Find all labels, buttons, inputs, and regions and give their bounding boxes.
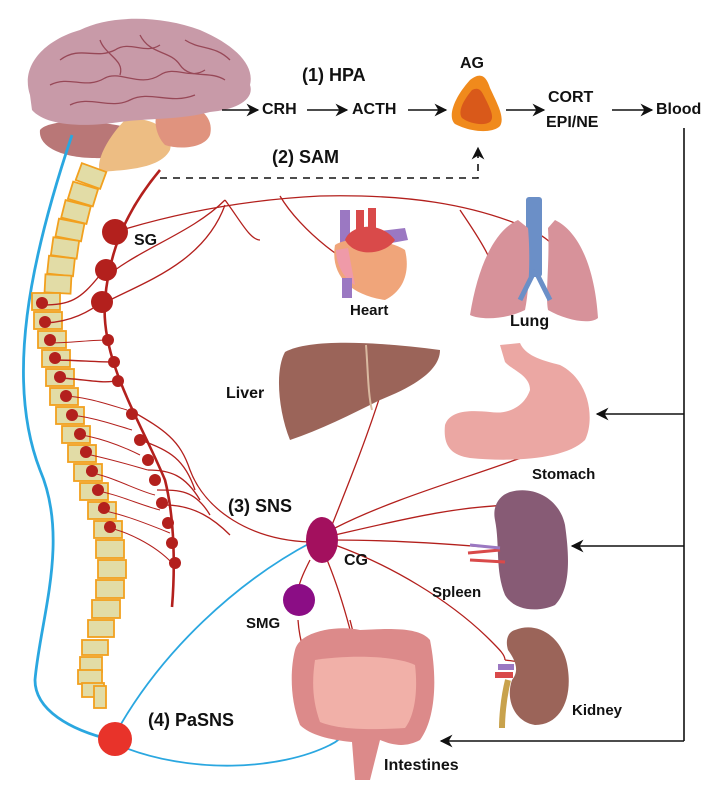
sg-node-3 [91, 291, 113, 313]
hormone-label-blood: Blood [656, 101, 702, 118]
organ-label-liver: Liver [226, 385, 265, 402]
brain-illustration [27, 18, 251, 172]
spleen-illustration [467, 490, 568, 610]
lung-illustration [470, 197, 598, 322]
hormone-label-acth: ACTH [352, 101, 397, 118]
hormone-label-cort: CORT [548, 89, 594, 106]
sympathetic-ganglia [91, 219, 181, 569]
organ-label-stomach: Stomach [532, 466, 596, 483]
blood-circulation-lines [439, 128, 685, 748]
organ-label-intestines: Intestines [384, 757, 459, 774]
ganglion-label-smg: SMG [246, 615, 281, 632]
organ-label-lung: Lung [510, 313, 550, 330]
stomach-illustration [444, 343, 590, 460]
vagus-nerve-to-celiac [111, 541, 313, 741]
pathway-label-hpa: (1) HPA [302, 65, 366, 85]
sg-node-1 [102, 219, 128, 245]
adrenal-gland [451, 75, 502, 132]
brainstem [99, 119, 171, 172]
pathway-label-pasns: (4) PaSNS [148, 710, 235, 730]
organ-label-spleen: Spleen [432, 584, 482, 601]
intestines-illustration [291, 628, 435, 780]
hormone-label-crh: CRH [262, 101, 297, 118]
organ-label-kidney: Kidney [572, 702, 623, 719]
celiac-ganglion [306, 517, 338, 563]
vagal-node [98, 722, 132, 756]
gland-label-ag: AG [460, 55, 484, 72]
kidney-illustration [495, 627, 569, 729]
superior-mesenteric-ganglion [283, 584, 315, 616]
heart-illustration [334, 208, 408, 300]
pathway-label-sns: (3) SNS [228, 496, 293, 516]
pathway-label-sam: (2) SAM [272, 147, 339, 167]
hormone-label-epi-ne: EPI/NE [546, 114, 599, 131]
sam-dashed-path [160, 146, 485, 179]
vagus-nerve-trunk [22, 134, 113, 742]
spinal-root-dots [36, 297, 116, 533]
organ-label-heart: Heart [350, 302, 389, 319]
sg-node-2 [95, 259, 117, 281]
ganglion-label-cg: CG [344, 552, 368, 569]
liver-illustration [278, 342, 440, 440]
cerebrum [27, 18, 251, 125]
ganglion-label-sg: SG [134, 232, 158, 249]
